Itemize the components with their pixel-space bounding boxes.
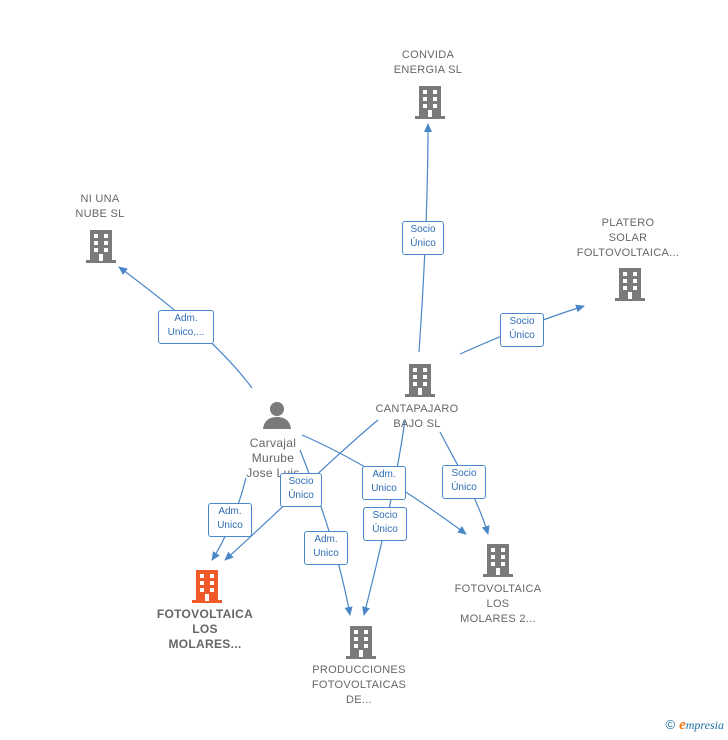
edge-badge-carvajal-fotomolares2[interactable]: Adm. Unico bbox=[362, 466, 406, 500]
brand-name: mpresia bbox=[685, 718, 724, 732]
node-label-convida[interactable]: CONVIDA ENERGIA SL bbox=[393, 49, 463, 76]
building-icon[interactable] bbox=[86, 228, 116, 264]
edge-badge-cantapajaro-producciones[interactable]: Socio Único bbox=[363, 507, 407, 541]
building-icon[interactable] bbox=[415, 84, 445, 120]
building-icon[interactable] bbox=[346, 624, 376, 660]
node-label-platero[interactable]: PLATERO SOLAR FOLTOVOLTAICA... bbox=[576, 217, 680, 259]
edge-badge-cantapajaro-convida[interactable]: Socio Único bbox=[402, 221, 444, 255]
building-icon[interactable] bbox=[615, 266, 645, 302]
edge-badge-carvajal-producciones[interactable]: Adm. Unico bbox=[304, 531, 348, 565]
building-icon[interactable] bbox=[483, 542, 513, 578]
edge-badge-cantapajaro-platero[interactable]: Socio Único bbox=[500, 313, 544, 347]
building-icon[interactable] bbox=[405, 362, 435, 398]
edge-badge-cantapajaro-fotomolares[interactable]: Socio Único bbox=[280, 473, 322, 507]
brand-logo-e: e bbox=[679, 717, 686, 733]
node-label-producciones[interactable]: PRODUCCIONES FOTOVOLTAICAS DE... bbox=[311, 664, 407, 706]
node-label-fotovoltaica-molares[interactable]: FOTOVOLTAICA LOS MOLARES... bbox=[156, 607, 254, 651]
node-label-ni-una-nube[interactable]: NI UNA NUBE SL bbox=[75, 193, 125, 220]
edge-carvajal-producciones bbox=[299, 449, 353, 616]
edge-badge-carvajal-niuna[interactable]: Adm. Unico,... bbox=[158, 310, 214, 344]
edge-badge-cantapajaro-fotomolares2[interactable]: Socio Único bbox=[442, 465, 486, 499]
node-label-fotovoltaica-molares2[interactable]: FOTOVOLTAICA LOS MOLARES 2... bbox=[454, 583, 542, 625]
node-label-cantapajaro[interactable]: CANTAPAJARO BAJO SL bbox=[375, 403, 459, 430]
person-icon[interactable] bbox=[262, 400, 292, 430]
edge-badge-carvajal-fotomolares[interactable]: Adm. Unico bbox=[208, 503, 252, 537]
footer-brand[interactable]: ©empresia bbox=[666, 717, 725, 734]
copyright-icon: © bbox=[665, 717, 676, 732]
building-icon[interactable] bbox=[192, 568, 222, 604]
